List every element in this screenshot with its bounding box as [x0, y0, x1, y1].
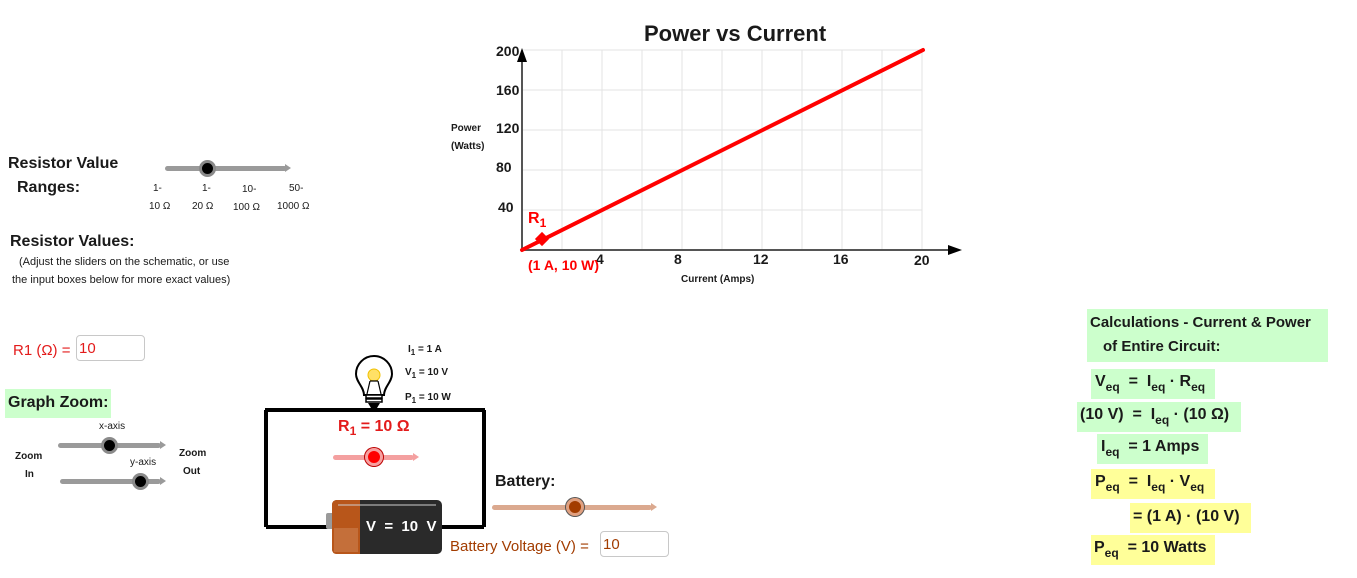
power-line: [520, 48, 925, 252]
slider-arrow-icon: [160, 441, 166, 449]
range-option-3-line1: 10-: [242, 184, 257, 195]
x-tick-12: 12: [753, 251, 769, 267]
x-tick-16: 16: [833, 251, 849, 267]
equation-power-substituted: = (1 A) · (10 V): [1130, 503, 1251, 533]
x-axis-label: Current (Amps): [681, 274, 755, 285]
y-axis-label-line2: (Watts): [451, 141, 485, 152]
equation-substituted: (10 V) = Ieq · (10 Ω): [1077, 402, 1241, 432]
battery-voltage-input[interactable]: 10: [600, 531, 669, 557]
slider-arrow-icon: [651, 503, 657, 511]
range-option-2-line1: 1-: [202, 183, 211, 194]
slider-arrow-icon: [413, 453, 419, 461]
y-axis-label-line1: Power: [451, 123, 482, 134]
slider-knob[interactable]: [132, 473, 149, 490]
slider-knob[interactable]: [365, 448, 383, 466]
slider-track[interactable]: [60, 479, 161, 484]
graph-zoom-title: Graph Zoom:: [5, 389, 112, 418]
v1-readout: V1 = 10 V: [405, 367, 449, 380]
circuit-wires: [264, 408, 486, 529]
p1-readout: P1 = 10 W: [405, 392, 451, 405]
x-axis-slider-label: x-axis: [99, 421, 126, 432]
zoom-in-label-line2: In: [25, 469, 34, 480]
equation-power-formula: Peq = Ieq · Veq: [1091, 469, 1215, 499]
light-bulb-icon: [354, 355, 394, 408]
range-option-4-line1: 50-: [289, 183, 304, 194]
equation-current-result: Ieq = 1 Amps: [1097, 434, 1208, 464]
zoom-out-label-line2: Out: [183, 466, 201, 477]
x-tick-4: 4: [596, 251, 604, 267]
y-tick-40: 40: [498, 199, 514, 215]
battery-title: Battery:: [495, 473, 556, 490]
resistor-values-title: Resistor Values:: [10, 233, 135, 250]
r1-point-label: R1: [528, 210, 547, 231]
resistor-range-title-line1: Resistor Value: [8, 155, 119, 172]
range-option-1-line1: 1-: [153, 183, 162, 194]
x-tick-8: 8: [674, 251, 682, 267]
range-option-4-line2: 1000 Ω: [277, 201, 310, 212]
chart-gridlines: [522, 49, 923, 250]
resistor-values-note-line2: the input boxes below for more exact val…: [12, 274, 231, 286]
calculations-title: Calculations - Current & Power of Entire…: [1087, 309, 1328, 362]
y-tick-160: 160: [496, 82, 520, 98]
i1-readout: I1 = 1 A: [408, 344, 442, 357]
r1-input[interactable]: 10: [76, 335, 145, 361]
zoom-out-label-line1: Zoom: [179, 448, 207, 459]
chart-title: Power vs Current: [644, 21, 827, 46]
battery-voltage-text: V = 10 V: [366, 518, 437, 535]
chart-axes: [517, 48, 962, 255]
slider-arrow-icon: [285, 164, 291, 172]
y-tick-200: 200: [496, 43, 520, 59]
slider-knob[interactable]: [199, 160, 216, 177]
r1-point: [534, 231, 550, 247]
range-option-1-line2: 10 Ω: [149, 201, 171, 212]
y-tick-80: 80: [496, 159, 512, 175]
y-axis-slider-label: y-axis: [130, 457, 157, 468]
y-tick-120: 120: [496, 120, 520, 136]
power-vs-current-chart: [517, 48, 962, 255]
r1-input-label: R1 (Ω) =: [13, 342, 71, 359]
resistor-range-title-line2: Ranges:: [17, 179, 81, 196]
slider-track[interactable]: [165, 166, 287, 171]
equation-ohms-law: Veq = Ieq · Req: [1091, 369, 1215, 399]
resistor-values-note-line1: (Adjust the sliders on the schematic, or…: [19, 256, 230, 268]
r1-schematic-label: R1 = 10 Ω: [338, 418, 410, 439]
x-tick-20: 20: [914, 252, 930, 268]
slider-knob[interactable]: [566, 498, 584, 516]
battery-icon: [326, 500, 442, 554]
zoom-in-label-line1: Zoom: [15, 451, 43, 462]
slider-arrow-icon: [160, 477, 166, 485]
r1-point-annotation: (1 A, 10 W): [528, 257, 600, 273]
circuit-schematic: [264, 355, 486, 554]
equation-power-result: Peq = 10 Watts: [1091, 535, 1215, 565]
range-option-2-line2: 20 Ω: [192, 201, 214, 212]
slider-knob[interactable]: [101, 437, 118, 454]
battery-voltage-input-label: Battery Voltage (V) =: [450, 538, 589, 555]
range-option-3-line2: 100 Ω: [233, 202, 260, 213]
